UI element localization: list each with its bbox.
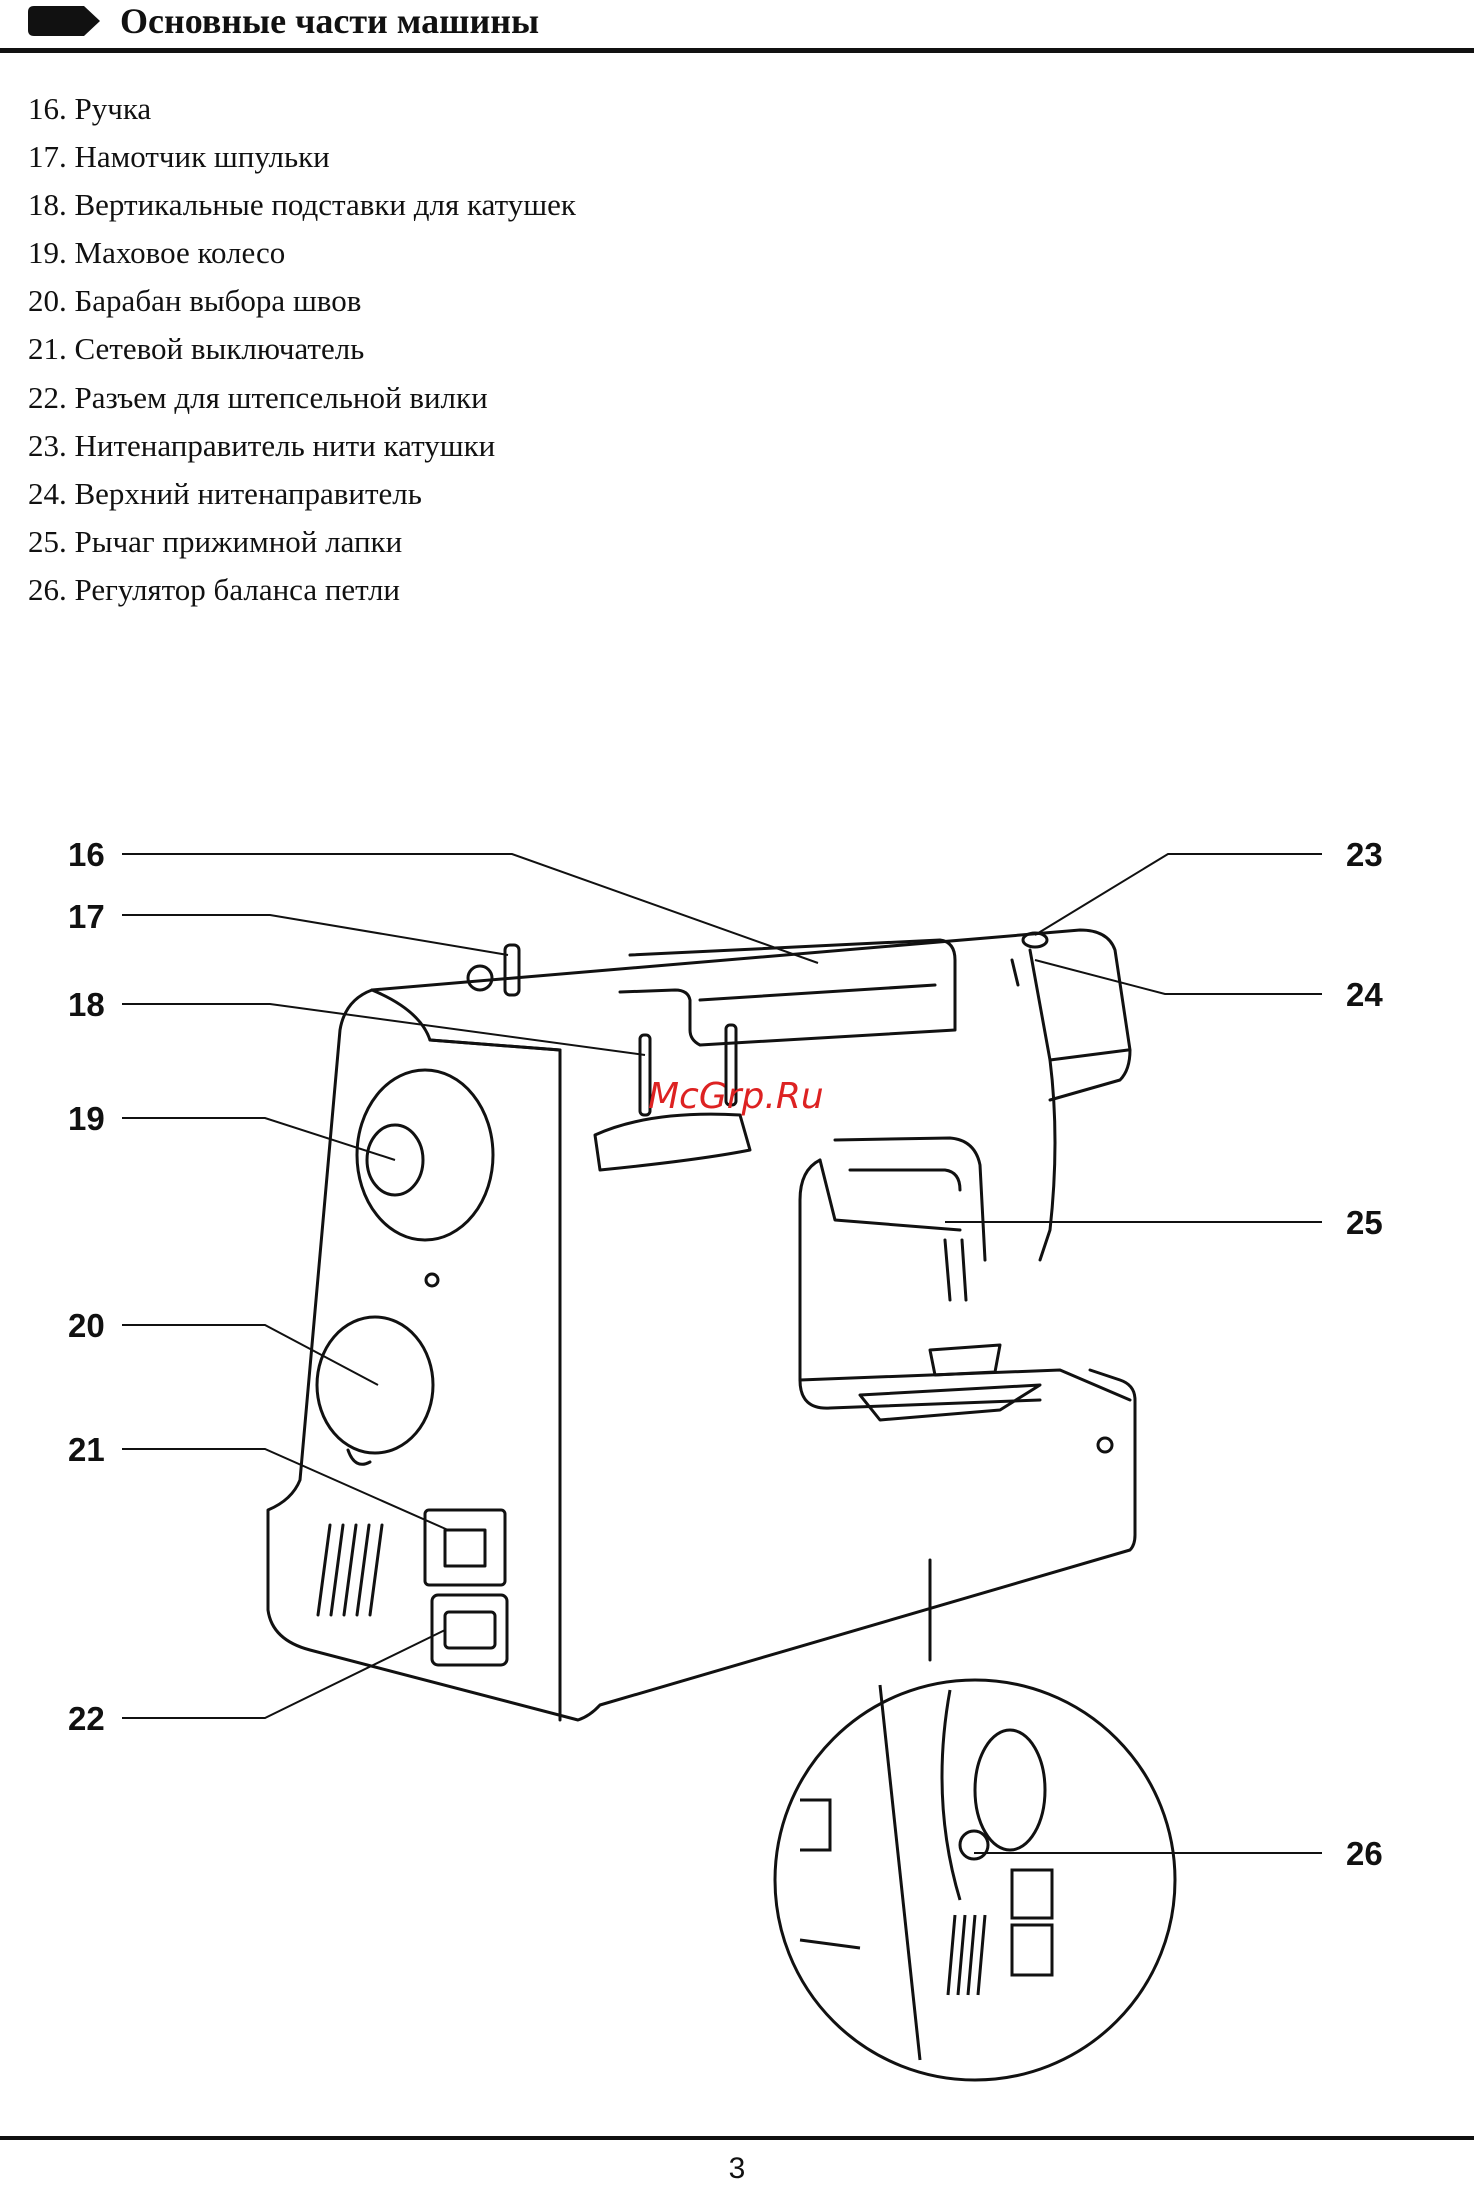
header-rule [0, 48, 1474, 53]
list-item: 26. Регулятор баланса петли [28, 571, 401, 607]
list-item: 22. Разъем для штепсельной вилки [28, 379, 488, 415]
section-marker-icon [28, 6, 100, 36]
list-item: 16. Ручка [28, 91, 152, 126]
list-item: 17. Намотчик шпульки [28, 139, 330, 175]
callout-26: 26 [1346, 1835, 1383, 1872]
callout-20: 20 [68, 1307, 105, 1344]
callout-19: 19 [68, 1100, 105, 1137]
callout-24: 24 [1346, 976, 1383, 1013]
inset-detail [773, 1678, 1177, 2082]
callout-17: 17 [68, 898, 105, 935]
parts-list: 16. Ручка 17. Намотчик шпульки 18. Верти… [28, 85, 576, 614]
page-header: Основные части машины [0, 0, 1474, 56]
list-item: 21. Сетевой выключатель [28, 331, 365, 367]
callout-22: 22 [68, 1700, 105, 1737]
list-item: 19. Маховое колесо [28, 235, 286, 271]
machine-drawing [266, 928, 1137, 1722]
callout-16: 16 [68, 836, 105, 873]
footer-rule [0, 2136, 1474, 2140]
sewing-machine-diagram: 16 17 18 19 20 21 22 23 24 25 26 McGrp.R… [68, 836, 1383, 2082]
list-item: 25. Рычаг прижимной лапки [28, 523, 403, 559]
leader-lines [122, 853, 1322, 1854]
page-title: Основные части машины [120, 1, 540, 41]
callout-23: 23 [1346, 836, 1383, 873]
callout-21: 21 [68, 1431, 105, 1468]
list-item: 24. Верхний нитенаправитель [28, 475, 422, 511]
watermark: McGrp.Ru [648, 1076, 824, 1117]
page-number: 3 [728, 2152, 746, 2185]
callout-18: 18 [68, 986, 105, 1023]
list-item: 18. Вертикальные подставки для катушек [28, 187, 576, 223]
callout-25: 25 [1346, 1204, 1383, 1241]
list-item: 23. Нитенаправитель нити катушки [28, 427, 496, 463]
list-item: 20. Барабан выбора швов [28, 283, 362, 319]
